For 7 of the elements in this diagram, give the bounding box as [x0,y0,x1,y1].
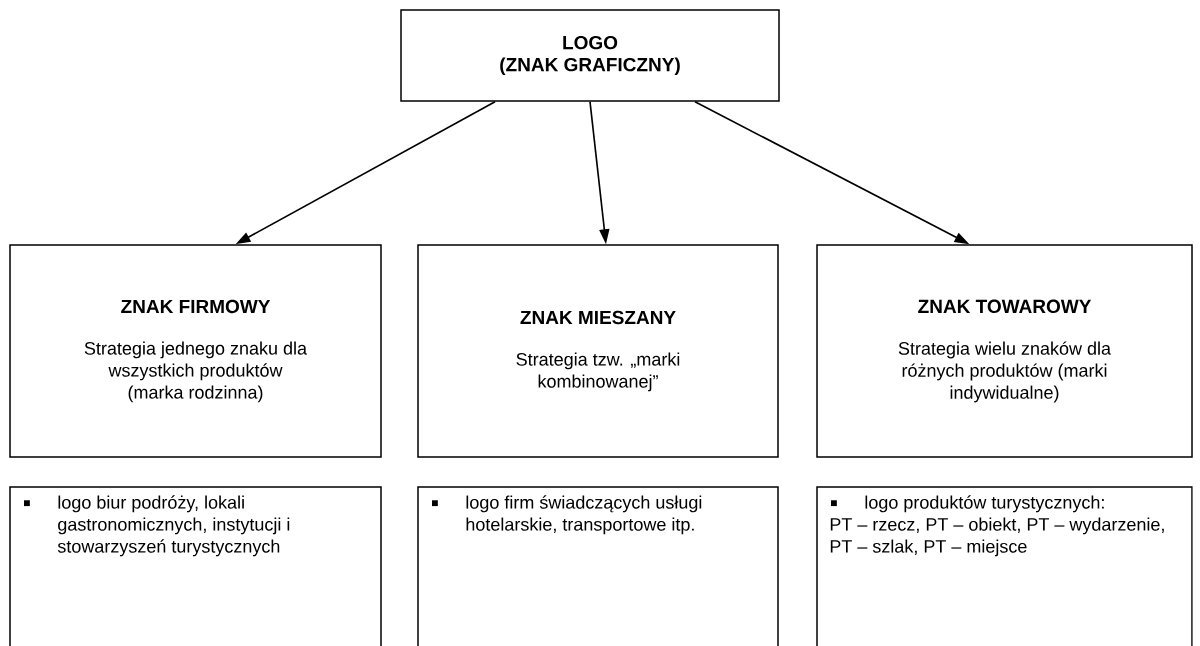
note-box: logo biur podróży, lokali gastronomicznych, instytucji i stowarzyszeń turystycznych [9,486,382,646]
title-box: LOGO (ZNAK GRAFICZNY) [400,9,780,102]
strategy-box: ZNAK FIRMOWY Strategia jednego znaku dla wszystkich produktów (marka rodzinna) [9,244,382,458]
note-box: logo produktów turystycznych: PT – rzecz, PT – obiekt, PT – wydarzenie, PT – szlak, PT – miejsce [816,486,1193,646]
strategy-box: ZNAK MIESZANY Strategia tzw. „marki kombinowanej” [417,244,779,458]
strategy-box: ZNAK TOWAROWY Strategia wielu znaków dla różnych produktów (marki indywidualne) [816,244,1193,458]
note-box: logo firm świadczących usługi hotelarskie, transportowe itp. [417,486,779,646]
